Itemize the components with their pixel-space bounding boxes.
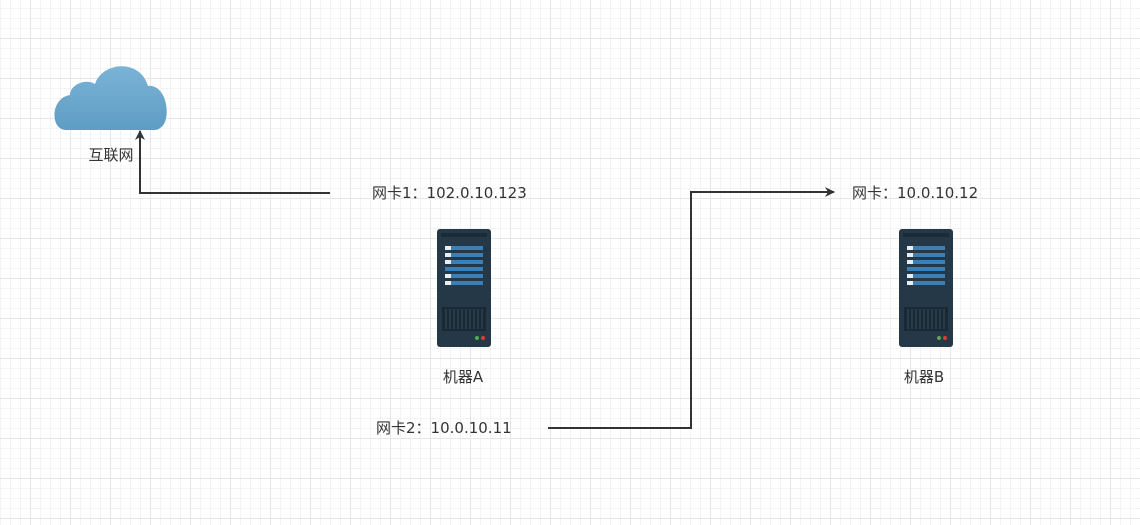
- cloud-icon[interactable]: [54, 66, 167, 130]
- machine-a-label: 机器A: [442, 368, 484, 386]
- machine-a-nic2-label: 网卡2：10.0.10.11: [376, 419, 512, 437]
- machine-b-label: 机器B: [903, 368, 945, 386]
- connector-nic2-to-machine-b[interactable]: [548, 187, 835, 429]
- internet-label: 互联网: [88, 146, 134, 164]
- machine-a-nic1-label: 网卡1：102.0.10.123: [372, 184, 527, 202]
- machine-b-nic-label: 网卡：10.0.10.12: [852, 184, 979, 202]
- server-icon-machine-a[interactable]: [437, 229, 491, 347]
- connector-nic1-to-internet[interactable]: [135, 130, 330, 194]
- server-icon-machine-b[interactable]: [899, 229, 953, 347]
